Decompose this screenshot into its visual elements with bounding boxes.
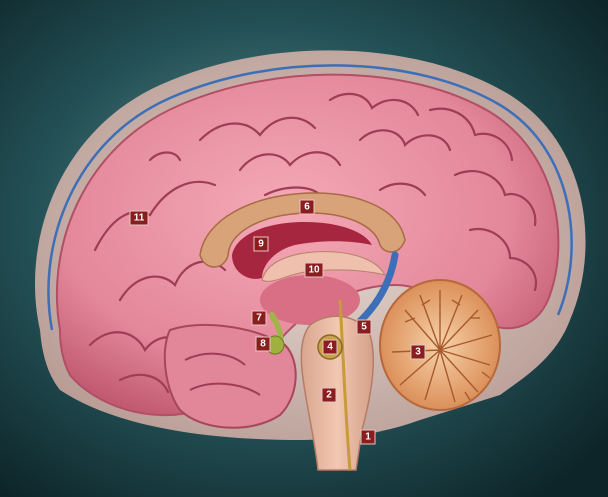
svg-text:9: 9 [258,239,264,250]
svg-text:3: 3 [415,347,421,358]
label-fornix: 10 [305,263,323,277]
svg-text:10: 10 [308,265,320,276]
svg-text:11: 11 [134,213,145,224]
svg-text:8: 8 [260,339,266,350]
label-pituitary: 8 [256,337,270,351]
svg-text:6: 6 [304,202,310,213]
label-lateral-ventricle: 9 [254,237,268,251]
label-hypothalamus: 7 [252,311,266,325]
label-corpus-callosum: 6 [300,200,314,214]
label-cerebellum: 3 [411,345,425,359]
svg-text:1: 1 [365,432,371,443]
label-pons: 4 [323,340,337,354]
label-cerebrum: 11 [130,211,148,225]
svg-text:5: 5 [361,322,367,333]
label-medulla: 2 [322,388,336,402]
svg-text:4: 4 [327,342,333,353]
svg-text:7: 7 [256,313,262,324]
label-spinal-cord: 1 [361,430,375,444]
svg-text:2: 2 [326,390,332,401]
label-fourth-ventricle: 5 [357,320,371,334]
